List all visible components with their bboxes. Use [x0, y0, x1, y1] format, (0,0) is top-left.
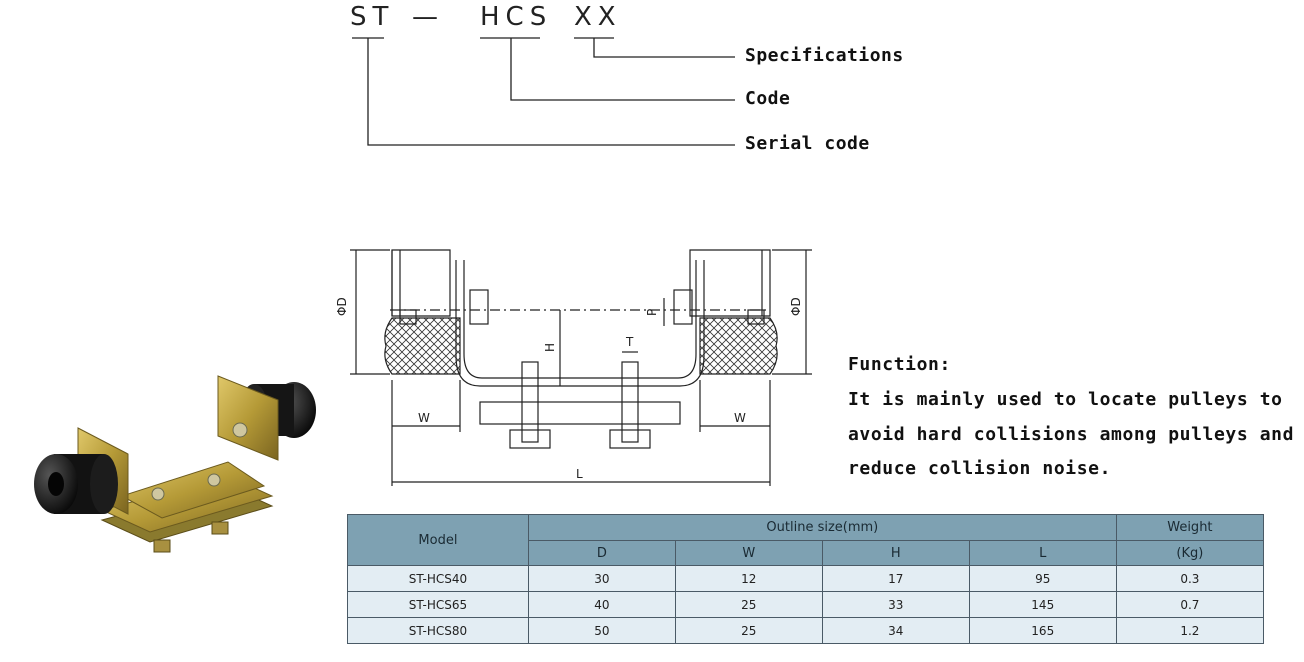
label-p: P [645, 309, 659, 316]
cell-d: 30 [527, 565, 676, 592]
header-l: L [968, 540, 1117, 566]
cell-h: 33 [821, 591, 970, 618]
label-w-right: W [734, 411, 746, 425]
header-h: H [821, 540, 970, 566]
cell-d: 50 [527, 617, 676, 644]
cell-l: 145 [968, 591, 1117, 618]
cell-model: ST-HCS40 [347, 565, 529, 592]
cell-model: ST-HCS80 [347, 617, 529, 644]
cell-h: 17 [821, 565, 970, 592]
table-row: ST-HCS65 40 25 33 145 0.7 [347, 591, 1265, 618]
cell-d: 40 [527, 591, 676, 618]
table-row: ST-HCS40 30 12 17 95 0.3 [347, 565, 1265, 592]
product-photo [34, 375, 316, 553]
cell-l: 165 [968, 617, 1117, 644]
cell-l: 95 [968, 565, 1117, 592]
technical-drawing: ΦD ΦD H P T W W L [335, 249, 812, 486]
table-subheader-row: D W H L (Kg) [348, 540, 1265, 566]
code-code-part: HCS [480, 2, 553, 32]
cell-w: 12 [674, 565, 823, 592]
cell-w: 25 [674, 617, 823, 644]
header-weight: Weight [1115, 514, 1265, 541]
cell-h: 34 [821, 617, 970, 644]
cell-weight: 0.7 [1115, 591, 1265, 618]
code-spec-part: XX [574, 2, 622, 32]
table-header-row: Model Outline size(mm) Weight [347, 514, 1265, 566]
function-line-1: It is mainly used to locate pulleys to [848, 389, 1283, 410]
cell-weight: 1.2 [1115, 617, 1265, 644]
header-model: Model [347, 514, 529, 566]
header-w: W [674, 540, 823, 566]
spec-table: Model Outline size(mm) Weight D W H L (K… [347, 514, 1265, 644]
code-serial-part: ST [350, 2, 395, 32]
function-line-2: avoid hard collisions among pulleys and [848, 424, 1295, 445]
table-row: ST-HCS80 50 25 34 165 1.2 [347, 617, 1265, 644]
legend-specifications: Specifications [745, 45, 904, 66]
legend-serial-code: Serial code [745, 133, 870, 154]
header-outline-size: Outline size(mm) [527, 514, 1117, 541]
label-l: L [576, 467, 583, 481]
cell-weight: 0.3 [1115, 565, 1265, 592]
cell-model: ST-HCS65 [347, 591, 529, 618]
function-title: Function: [848, 354, 951, 375]
label-phi-d-left: ΦD [335, 297, 349, 316]
header-weight-unit: (Kg) [1115, 540, 1265, 566]
label-h: H [543, 343, 557, 352]
header-d: D [527, 540, 676, 566]
function-line-3: reduce collision noise. [848, 458, 1112, 479]
label-t: T [625, 335, 634, 349]
code-dash: — [412, 2, 438, 32]
label-w-left: W [418, 411, 430, 425]
cell-w: 25 [674, 591, 823, 618]
label-phi-d-right: ΦD [789, 297, 803, 316]
legend-code: Code [745, 88, 791, 109]
